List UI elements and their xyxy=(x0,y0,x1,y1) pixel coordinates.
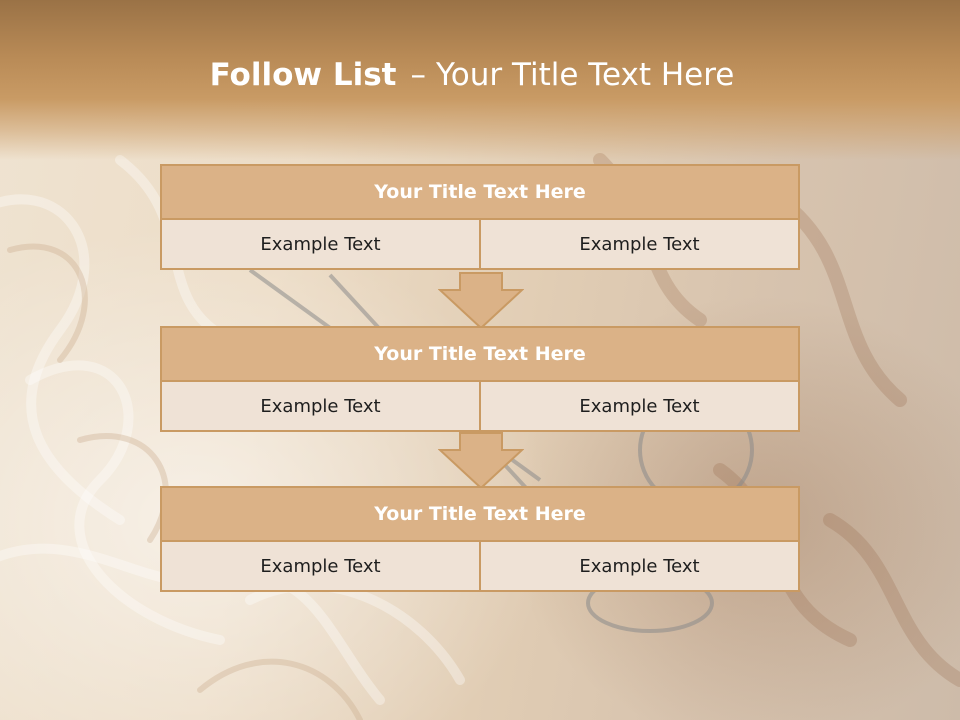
down-arrow-icon xyxy=(438,272,524,330)
title-dash: – xyxy=(410,57,426,93)
title-bold: Follow List xyxy=(209,57,397,93)
step-1-right-text: Example Text xyxy=(479,220,798,268)
step-block-1: Your Title Text Here Example Text Exampl… xyxy=(160,164,800,270)
step-1-left-text: Example Text xyxy=(260,233,381,255)
step-title-1: Your Title Text Here xyxy=(160,164,800,220)
step-2-right-text: Example Text xyxy=(479,382,798,430)
step-block-3: Your Title Text Here Example Text Exampl… xyxy=(160,486,800,592)
step-title-3: Your Title Text Here xyxy=(160,486,800,542)
step-2-left-text: Example Text xyxy=(260,395,381,417)
step-title-2: Your Title Text Here xyxy=(160,326,800,382)
down-arrow-icon xyxy=(438,432,524,490)
slide-title: Follow List–Your Title Text Here xyxy=(0,52,944,98)
step-row-2: Example Text Example Text xyxy=(160,382,800,432)
header-band xyxy=(0,0,960,160)
step-row-1: Example Text Example Text xyxy=(160,220,800,270)
step-row-3: Example Text Example Text xyxy=(160,542,800,592)
step-3-left-text: Example Text xyxy=(260,555,381,577)
title-rest: Your Title Text Here xyxy=(435,57,735,93)
step-block-2: Your Title Text Here Example Text Exampl… xyxy=(160,326,800,432)
step-3-right-text: Example Text xyxy=(479,542,798,590)
